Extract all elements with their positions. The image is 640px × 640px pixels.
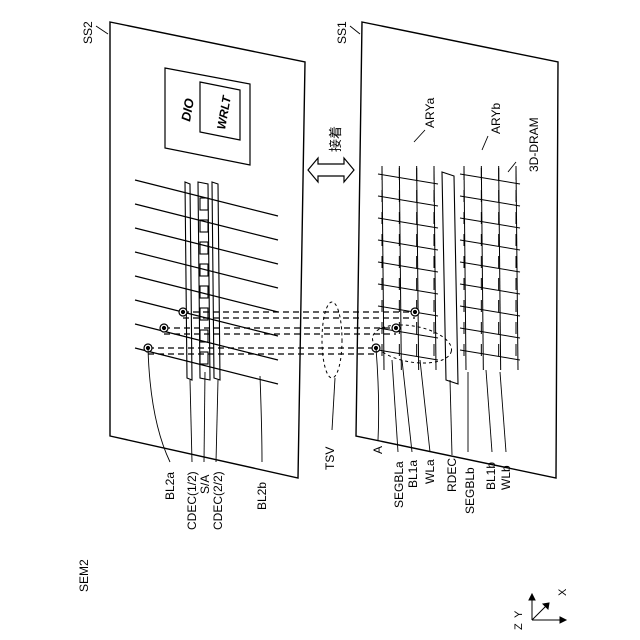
ss1-memory-array bbox=[378, 166, 520, 370]
axis-indicator bbox=[529, 594, 566, 623]
label-bl1b: BL1b bbox=[484, 462, 498, 490]
arya-word-line bbox=[378, 328, 438, 338]
dio-block bbox=[165, 68, 250, 165]
label-segbla: SEGBLa bbox=[392, 461, 406, 508]
ss2-bit-line bbox=[135, 252, 278, 288]
label-segblb: SEGBLb bbox=[463, 467, 477, 514]
rdec-bar bbox=[442, 172, 458, 384]
axis-label-y: Y bbox=[513, 610, 525, 618]
aryb-word-line bbox=[460, 262, 520, 272]
arya-word-line bbox=[378, 174, 438, 184]
leader-lines bbox=[96, 26, 516, 462]
arya-word-line bbox=[378, 350, 438, 360]
aryb-word-line bbox=[460, 328, 520, 338]
sense-amp-cell bbox=[200, 198, 208, 210]
axis-label-x: X bbox=[557, 588, 569, 596]
tsv-bundle-ellipse bbox=[322, 302, 342, 378]
arya-word-line bbox=[378, 284, 438, 294]
ss2-band bbox=[198, 182, 210, 380]
label-dio: DIO bbox=[178, 97, 197, 122]
arya-word-line bbox=[378, 262, 438, 272]
aryb-word-line bbox=[460, 218, 520, 228]
ss2-column-circuits bbox=[185, 182, 220, 380]
label-a: A bbox=[371, 446, 385, 454]
sense-amp-cell bbox=[200, 242, 208, 254]
aryb-word-line bbox=[460, 240, 520, 250]
label-cdec22: CDEC(2/2) bbox=[211, 471, 225, 530]
label-3d-dram: 3D-DRAM bbox=[527, 117, 541, 172]
label-ss1: SS1 bbox=[335, 21, 349, 44]
ss2-bit-lines bbox=[135, 180, 278, 384]
label-tsv: TSV bbox=[323, 447, 337, 470]
label-rdec: RDEC bbox=[445, 458, 459, 492]
bond-arrow-icon bbox=[308, 158, 354, 182]
ss2-bit-line bbox=[135, 348, 278, 384]
label-sem2: SEM2 bbox=[77, 559, 91, 592]
label-ss2: SS2 bbox=[81, 21, 95, 44]
arya-word-line bbox=[378, 218, 438, 228]
axis-label-z: Z bbox=[513, 623, 525, 630]
aryb-word-line bbox=[460, 196, 520, 206]
label-wlb: WLb bbox=[499, 465, 513, 490]
label-wla: WLa bbox=[423, 459, 437, 484]
label-bl2a: BL2a bbox=[163, 472, 177, 500]
label-bl1a: BL1a bbox=[406, 460, 420, 488]
ss2-band bbox=[212, 182, 220, 380]
aryb-word-line bbox=[460, 174, 520, 184]
arya-word-line bbox=[378, 240, 438, 250]
ss2-band bbox=[185, 182, 192, 380]
sense-amp-cell bbox=[200, 286, 208, 298]
aryb-word-line bbox=[460, 350, 520, 360]
label-bl2b: BL2b bbox=[255, 482, 269, 510]
ss2-bit-line bbox=[135, 228, 278, 264]
ss2-bit-line bbox=[135, 276, 278, 312]
arya-word-line bbox=[378, 306, 438, 316]
label-bond: 接着 bbox=[328, 126, 343, 152]
ss1-plate bbox=[356, 22, 558, 478]
arya-word-line bbox=[378, 196, 438, 206]
ss2-bit-line bbox=[135, 204, 278, 240]
label-wrlt: WRLT bbox=[214, 93, 234, 130]
label-sa: S/A bbox=[198, 475, 212, 494]
aryb-word-line bbox=[460, 284, 520, 294]
label-cdec12: CDEC(1/2) bbox=[185, 471, 199, 530]
aryb-word-line bbox=[460, 306, 520, 316]
label-arya: ARYa bbox=[423, 97, 437, 128]
label-aryb: ARYb bbox=[489, 103, 503, 134]
